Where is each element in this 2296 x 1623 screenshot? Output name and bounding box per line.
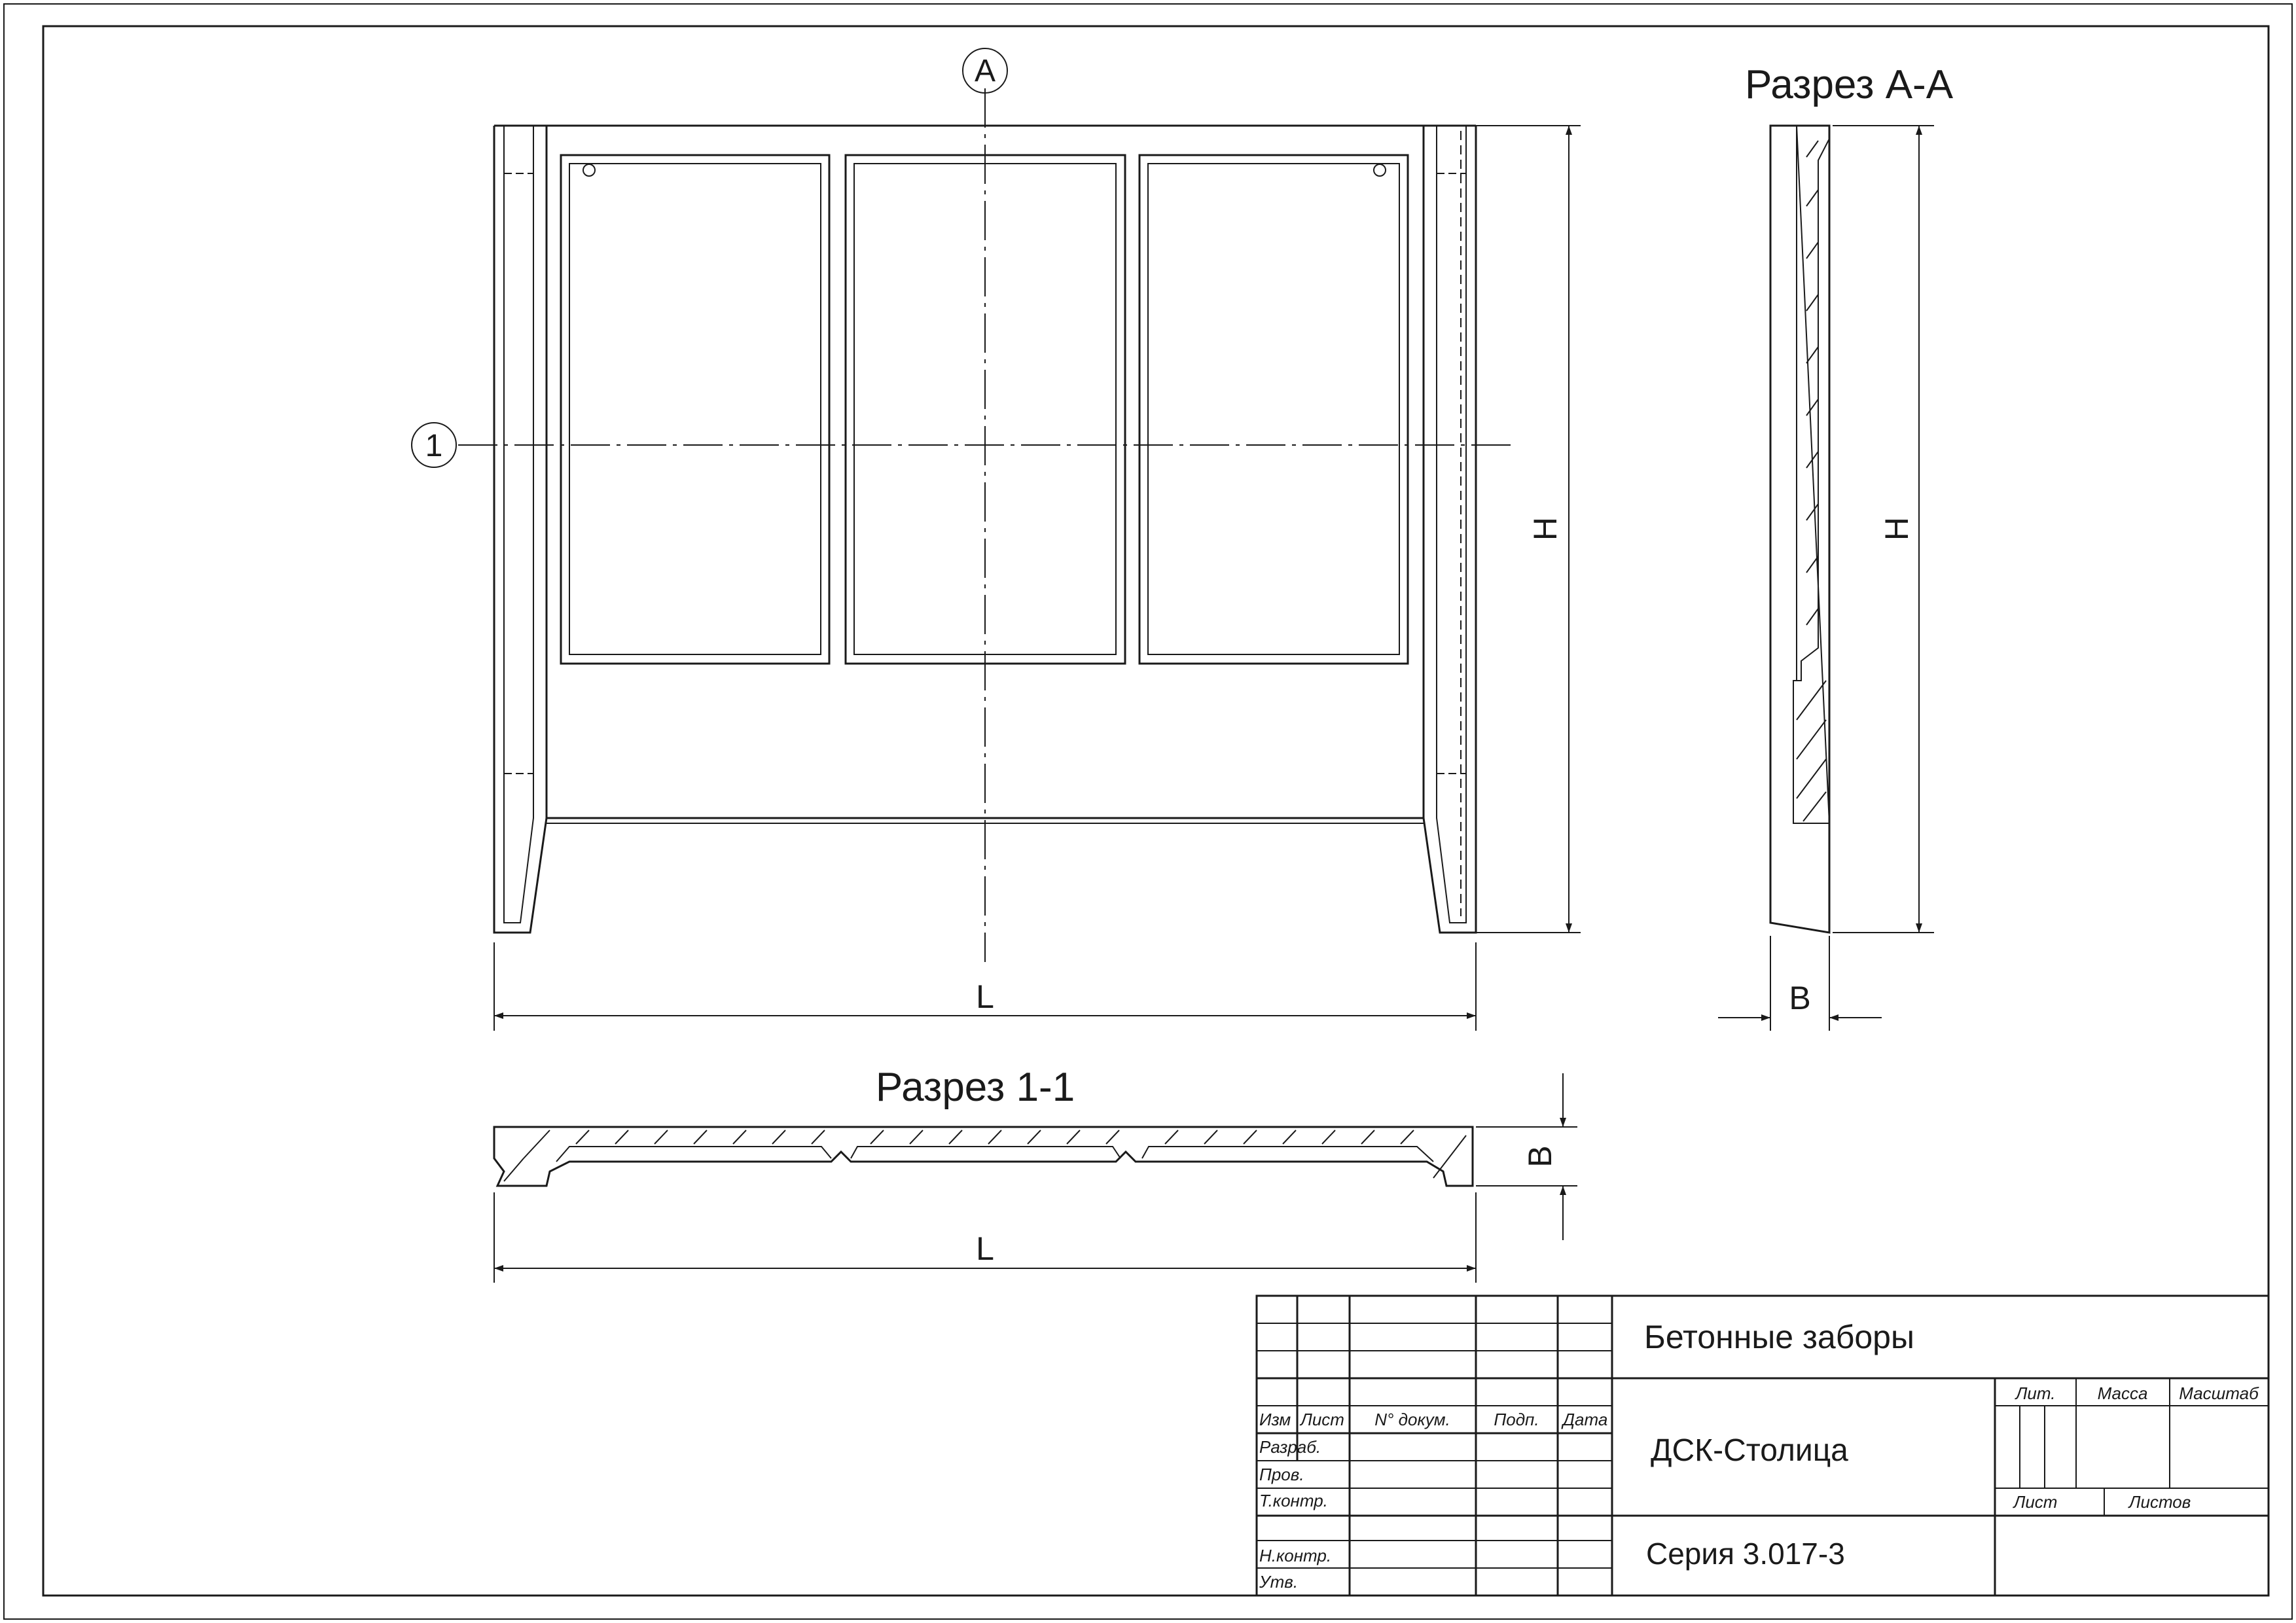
axis-A-marker — [962, 48, 1008, 94]
sectionAA-width-dim-label: B — [1789, 980, 1810, 1016]
section-AA: Разрез А-А H B — [1718, 62, 1954, 1031]
sectionAA-height-dim-label: H — [1878, 517, 1915, 541]
tb-row-nkontr: Н.контр. — [1259, 1546, 1331, 1565]
tb-scale-label: Масштаб — [2179, 1383, 2259, 1403]
tb-row-utv: Утв. — [1259, 1572, 1298, 1592]
tb-header-doc: N° докум. — [1374, 1410, 1450, 1429]
section-AA-title: Разрез А-А — [1745, 62, 1954, 107]
tb-header-podp: Подп. — [1494, 1410, 1539, 1429]
tb-row-prov: Пров. — [1259, 1465, 1304, 1484]
axis-1-label: 1 — [425, 429, 443, 463]
tb-header-izm: Изм — [1259, 1410, 1291, 1429]
tb-organization: ДСК-Столица — [1651, 1433, 1848, 1468]
section-11-title: Разрез 1-1 — [876, 1065, 1075, 1110]
title-block: Изм Лист N° докум. Подп. Дата Разраб. Пр… — [1255, 1294, 2270, 1597]
axis-1-marker — [411, 422, 457, 468]
axis-A-label: A — [975, 54, 996, 88]
front-height-dim-label: H — [1527, 517, 1564, 541]
front-view: A 1 H L — [411, 48, 1581, 1031]
tb-sheets-label: Листов — [2128, 1492, 2191, 1512]
sheet-border — [3, 3, 2293, 1620]
section11-width-dim-label: B — [1522, 1145, 1558, 1167]
drawing-frame — [42, 25, 2270, 1597]
section11-length-dim-label: L — [976, 1230, 994, 1267]
front-length-dim-label: L — [976, 978, 994, 1015]
tb-row-razrab: Разраб. — [1259, 1437, 1321, 1457]
tb-header-list: Лист — [1299, 1410, 1344, 1429]
section-11: Разрез 1-1 — [493, 1065, 1577, 1283]
tb-lit-label: Лит. — [2015, 1383, 2056, 1403]
tb-header-data: Дата — [1561, 1410, 1608, 1429]
tb-sheet-label: Лист — [2013, 1492, 2058, 1512]
tb-row-tkontr: Т.контр. — [1259, 1491, 1328, 1510]
tb-series: Серия 3.017-3 — [1646, 1537, 1845, 1571]
tb-mass-label: Масса — [2098, 1383, 2148, 1403]
tb-document-title: Бетонные заборы — [1644, 1319, 1914, 1355]
